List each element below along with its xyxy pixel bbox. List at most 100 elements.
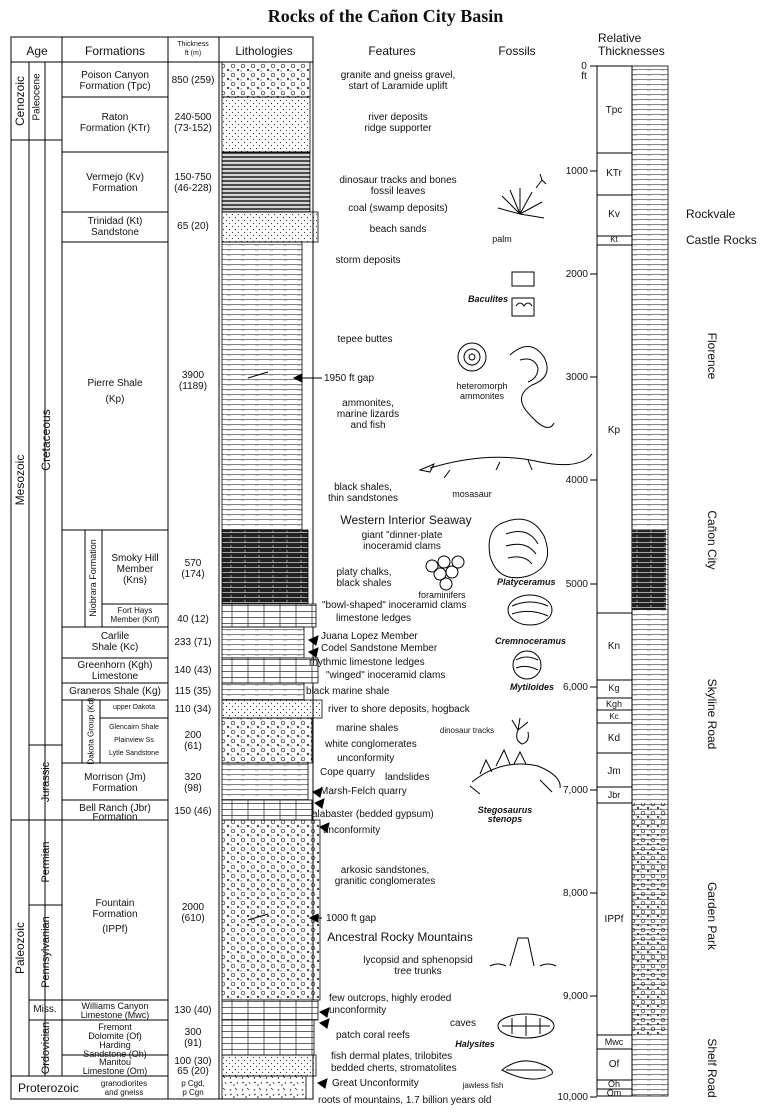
header-thickness: Thickness: [177, 41, 209, 49]
feature-label: few outcrops, highly eroded: [329, 993, 451, 1004]
unit-label: Kc: [609, 712, 618, 721]
feature-label: storm deposits: [335, 255, 400, 266]
formation-name: Formation (KTr): [80, 123, 150, 134]
formation-name: Pierre Shale: [87, 378, 142, 389]
formation-thickness: 2000: [182, 902, 204, 913]
period-jurassic: Jurassic: [40, 762, 52, 802]
unit-label: Om: [607, 1089, 622, 1098]
fossil-label: Halysites: [455, 1039, 495, 1050]
formation-thickness: 150 (46): [174, 806, 211, 817]
unit-label: Kn: [608, 641, 620, 652]
feature-label: arkosic sandstones,: [341, 865, 429, 876]
platyceramus-sketch: [489, 519, 547, 578]
feature-label: Juana Lopez Member: [321, 631, 418, 642]
scale-tick-label: 9,000: [563, 991, 588, 1002]
formation-name: Graneros Shale (Kg): [69, 686, 161, 697]
place-label: Florence: [705, 333, 719, 380]
unit-label: Kgh: [606, 699, 622, 709]
formation-thickness: p Cgd,: [181, 1079, 205, 1088]
palm-sketch: [498, 174, 546, 218]
formation-thickness: (610): [181, 913, 204, 924]
feature-label: river deposits: [368, 112, 427, 123]
formation-thickness: 65 (20): [177, 1066, 209, 1077]
formation-name: Formation: [92, 183, 137, 194]
formation-thickness: 200: [185, 730, 202, 741]
period-cretaceous: Cretaceous: [39, 409, 53, 470]
feature-label: bedded cherts, stromatolites: [331, 1063, 457, 1074]
feature-label: black shales: [336, 578, 391, 589]
feature-label: white conglomerates: [325, 739, 417, 750]
formation-name: Limestone: [92, 671, 138, 682]
unit-label: KTr: [606, 168, 622, 179]
formation-name: Shale (Kc): [92, 642, 139, 653]
feature-label: rhythmic limestone ledges: [309, 657, 425, 668]
header-thickness-units: ft (m): [185, 50, 201, 58]
fossil-label: dinosaur tracks: [440, 725, 494, 736]
group-dakota: Dakota Group (Kd): [87, 697, 96, 764]
fossil-label: caves: [450, 1018, 476, 1029]
unit-label: Kg: [608, 683, 619, 693]
fossil-label: stenops: [488, 814, 523, 825]
formation-thickness: 150-750: [175, 172, 212, 183]
scale-tick-label: 5000: [566, 579, 588, 590]
scale-tick-label: 3000: [566, 372, 588, 383]
formation-thickness: 40 (12): [177, 614, 209, 625]
header-lithologies: Lithologies: [235, 45, 292, 58]
formation-name: Carlile: [101, 631, 129, 642]
formation-name: Fort Hays: [118, 606, 153, 615]
formation-thickness: 850 (259): [172, 75, 215, 86]
formation-name: Raton: [102, 112, 129, 123]
feature-label: Codel Sandstone Member: [321, 643, 437, 654]
formation-name: upper Dakota: [113, 704, 155, 712]
feature-label: marine shales: [336, 723, 398, 734]
fossil-label: Baculites: [468, 294, 508, 305]
feature-label: start of Laramide uplift: [349, 81, 448, 92]
feature-label: marine lizards: [337, 409, 399, 420]
formation-name: Formation: [92, 909, 137, 920]
formation-name: Formation: [92, 783, 137, 794]
fossil-label: Mytiloides: [510, 682, 554, 693]
formation-name: Sandstone: [91, 227, 139, 238]
feature-label: tepee buttes: [337, 334, 392, 345]
formation-name: (Kns): [123, 575, 147, 586]
period-paleocene: Paleocene: [32, 73, 43, 120]
feature-label: black shales,: [334, 482, 392, 493]
header-age: Age: [26, 45, 47, 58]
period-ordovician: Ordovician: [40, 1022, 52, 1075]
formation-name: Trinidad (Kt): [88, 216, 143, 227]
feature-label: alabaster (bedded gypsum): [312, 809, 434, 820]
feature-label: Cope quarry: [320, 767, 375, 778]
formation-name: (IPPf): [102, 924, 128, 935]
feature-label: river to shore deposits, hogback: [328, 704, 470, 715]
halysites-sketch: [498, 1014, 554, 1038]
baculites-sketch: [512, 272, 534, 316]
formation-thickness: (174): [181, 569, 204, 580]
feature-label: ridge supporter: [364, 123, 431, 134]
formation-name: Member (Knf): [111, 615, 160, 624]
formation-name: (Kp): [106, 394, 125, 405]
feature-label: 1950 ft gap: [324, 373, 374, 384]
scale-tick-label: 2000: [566, 269, 588, 280]
tree-trunk-sketch: [490, 938, 556, 966]
formation-name: Limestone (Om): [83, 1067, 148, 1076]
unit-label: Jbr: [608, 790, 621, 800]
formation-name: and gneiss: [105, 1088, 144, 1097]
formation-thickness: (46-228): [174, 183, 212, 194]
period-pennsylvanian: Pennsylvanian: [40, 916, 52, 988]
formation-name: Fountain: [96, 898, 135, 909]
mytiloides-sketch: [513, 651, 541, 679]
place-label: Cañon City: [705, 510, 719, 569]
formation-name: Formation: [92, 812, 137, 823]
formation-name: Glencairn Shale: [109, 724, 159, 732]
formation-thickness: 140 (43): [174, 665, 211, 676]
feature-label: 1000 ft gap: [326, 913, 376, 924]
feature-label: fish dermal plates, trilobites: [331, 1051, 452, 1062]
era-mesozoic: Mesozoic: [13, 455, 27, 506]
header-fossils: Fossils: [498, 45, 535, 58]
period-permian: Permian: [40, 842, 52, 883]
formation-name: Vermejo (Kv): [86, 172, 144, 183]
feature-label: granite and gneiss gravel,: [341, 70, 456, 81]
formation-name: Member: [117, 564, 154, 575]
formation-name: Smoky Hill: [111, 553, 158, 564]
formation-thickness: 115 (35): [175, 686, 212, 697]
